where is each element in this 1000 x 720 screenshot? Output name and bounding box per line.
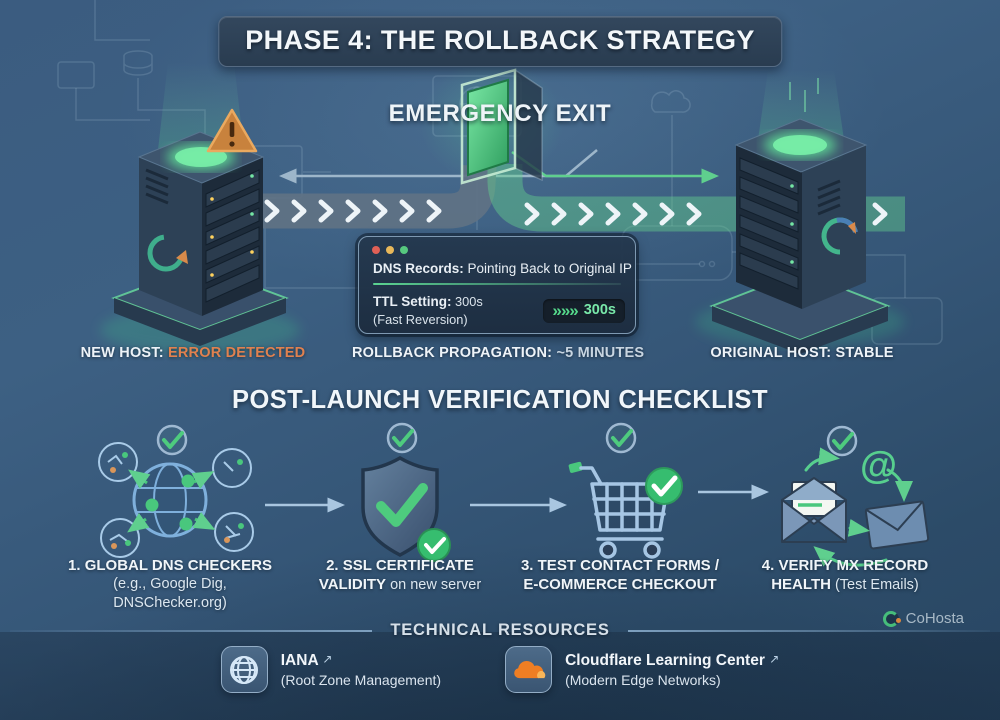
ttl-value: 300s (451, 294, 483, 309)
brand-watermark: CoHosta (882, 610, 964, 627)
original-host-status: ORIGINAL HOST: STABLE (662, 345, 942, 361)
resources-title: TECHNICAL RESOURCES (390, 621, 610, 639)
brand-name: CoHosta (905, 610, 964, 627)
original-host-server-illustration (695, 70, 905, 354)
resources-row: IANA ↗ (Root Zone Management) Cloudflare… (0, 646, 1000, 693)
yellow-dot-icon (386, 246, 394, 254)
item-4-line1: 4. VERIFY MX RECORD (761, 557, 929, 574)
original-host-value: STABLE (835, 345, 894, 361)
ecommerce-cart-check-icon (568, 461, 683, 559)
item-3-line2: E-COMMERCE CHECKOUT (523, 576, 717, 594)
checklist-item-4-text: 4. VERIFY MX RECORD HEALTH (Test Emails) (715, 556, 975, 595)
resource-link-iana[interactable]: IANA ↗ (Root Zone Management) (220, 646, 442, 693)
globe-grid-icon (220, 646, 268, 693)
checklist-item-1-text: 1. GLOBAL DNS CHECKERS (e.g., Google Dig… (45, 556, 295, 612)
dns-records-label: DNS Records: (373, 261, 464, 276)
ttl-subtext: (Fast Reversion) (373, 311, 468, 327)
dns-records-line: DNS Records: Pointing Back to Original I… (373, 261, 632, 276)
new-host-server-illustration (100, 62, 300, 354)
checklist-flow-arrows (265, 484, 769, 513)
resource-link-cloudflare[interactable]: Cloudflare Learning Center ↗ (Modern Edg… (505, 646, 779, 693)
checklist-item-3-text: 3. TEST CONTACT FORMS / E-COMMERCE CHECK… (495, 556, 745, 594)
resource-name: IANA (280, 651, 319, 669)
item-1-line1: 1. GLOBAL DNS CHECKERS (68, 557, 272, 574)
item-1-line3: DNSChecker.org) (113, 594, 227, 611)
dns-records-value: Pointing Back to Original IP (463, 261, 632, 276)
mx-email-cycle-icon: @ (781, 445, 930, 567)
dns-status-panel: DNS Records: Pointing Back to Original I… (358, 236, 636, 334)
propagation-value: ~5 MINUTES (556, 345, 645, 361)
divider-line-left (10, 629, 373, 632)
ttl-row: TTL Setting: 300s (Fast Reversion) »»» 3… (373, 293, 625, 328)
at-symbol: @ (860, 445, 897, 487)
footer-band (0, 632, 1000, 720)
cohosta-logo-icon (882, 610, 901, 627)
red-dot-icon (372, 246, 380, 254)
checklist-item-2-text: 2. SSL CERTIFICATE VALIDITY on new serve… (275, 556, 525, 595)
propagation-label: ROLLBACK PROPAGATION: (352, 345, 557, 361)
item-2-line1: 2. SSL CERTIFICATE (326, 557, 474, 574)
green-dot-icon (400, 246, 408, 254)
ttl-label: TTL Setting: (373, 294, 452, 309)
resource-desc: (Modern Edge Networks) (565, 671, 721, 688)
new-host-status: NEW HOST: ERROR DETECTED (58, 345, 328, 361)
propagation-status: ROLLBACK PROPAGATION: ~5 MINUTES (352, 345, 644, 361)
new-host-value: ERROR DETECTED (168, 345, 306, 361)
check-circle-icons (156, 422, 858, 457)
cohosta-logo-right (821, 217, 859, 255)
item-1-line2: (e.g., Google Dig, (113, 576, 227, 593)
warning-icon (206, 108, 258, 153)
item-2-line2-normal: on new server (386, 577, 482, 594)
ttl-badge: 300s (583, 302, 616, 319)
item-3-line1: 3. TEST CONTACT FORMS / (520, 557, 720, 574)
dns-checkers-globe-icon (98, 442, 254, 558)
original-host-label: ORIGINAL HOST: (710, 345, 836, 361)
cohosta-logo-left (147, 234, 188, 272)
ttl-countdown-pill: »»» 300s (543, 298, 625, 323)
window-traffic-dots (372, 246, 408, 254)
emergency-exit-door-icon (420, 60, 564, 185)
panel-divider (373, 283, 621, 285)
divider-line-right (627, 629, 990, 632)
resource-desc: (Root Zone Management) (280, 671, 442, 688)
rollback-pipe-from-new-host (256, 165, 497, 229)
item-2-line2-strong: VALIDITY (318, 576, 387, 594)
external-link-icon: ↗ (769, 651, 780, 666)
ssl-shield-check-icon (361, 455, 451, 562)
external-link-icon: ↗ (322, 651, 333, 666)
cloudflare-cloud-icon (505, 646, 553, 693)
item-4-line2-strong: HEALTH (771, 576, 831, 594)
chevrons-icon: »»» (552, 300, 578, 320)
ttl-text: TTL Setting: 300s (Fast Reversion) (373, 293, 483, 328)
page-title: PHASE 4: THE ROLLBACK STRATEGY (218, 16, 782, 67)
new-host-label: NEW HOST: (80, 345, 169, 361)
emergency-exit-label: EMERGENCY EXIT (388, 100, 612, 127)
checklist-title: POST-LAUNCH VERIFICATION CHECKLIST (232, 386, 768, 414)
resource-name: Cloudflare Learning Center (565, 651, 765, 669)
resources-divider: TECHNICAL RESOURCES (0, 621, 1000, 640)
item-4-line2-normal: (Test Emails) (830, 577, 919, 594)
